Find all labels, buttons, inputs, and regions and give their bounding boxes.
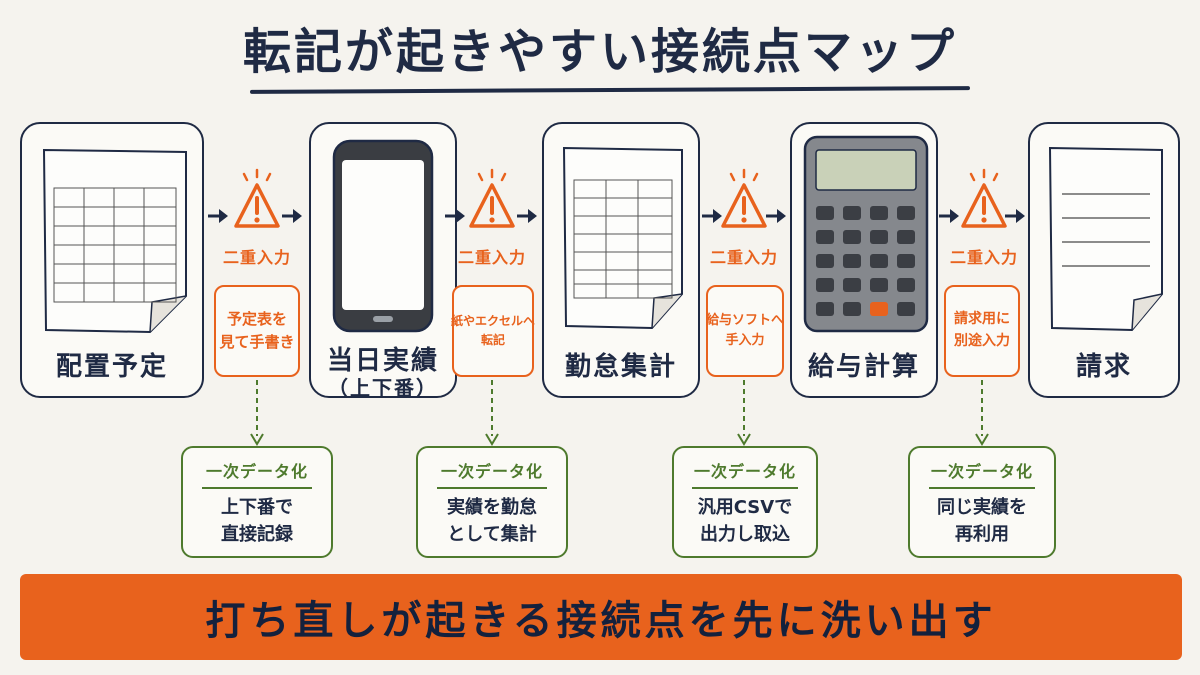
remedy-divider (202, 487, 312, 489)
page-title: 転記が起きやすい接続点マップ (242, 24, 957, 80)
step-sublabel: （上下番） (328, 376, 438, 400)
remedy-line: 実績を勤怠 (447, 497, 537, 518)
issue-line: 手入力 (725, 333, 765, 348)
remedy-tag: 一次データ化 (440, 462, 543, 481)
arrow-right-icon (1005, 209, 1025, 223)
issue-line: 給与ソフトへ (706, 312, 785, 328)
remedy-box: 一次データ化 同じ実績を 再利用 (908, 446, 1056, 558)
title-underline (249, 86, 971, 94)
dashed-arrow-down-icon (737, 380, 751, 446)
issue-line: 転記 (480, 333, 505, 347)
issue-box: 予定表を 見て手書き (214, 285, 300, 377)
step-label: 当日実績 (326, 346, 439, 376)
arrow-right-icon (702, 209, 722, 223)
step-label: 配置予定 (55, 352, 168, 382)
arrow-right-icon (445, 209, 465, 223)
step-card-haichi-yotei: 配置予定 (20, 122, 204, 398)
double-entry-label: 二重入力 (457, 248, 526, 267)
summary-banner: 打ち直しが起きる接続点を先に洗い出す (20, 574, 1182, 660)
remedy-line: 上下番で (221, 497, 293, 518)
step-label: 給与計算 (807, 352, 920, 382)
double-entry-label: 二重入力 (949, 248, 1018, 267)
remedy-line: として集計 (447, 524, 537, 545)
step-card-kyuuyo-keisan: 給与計算 (790, 122, 938, 398)
smartphone-icon (332, 139, 434, 333)
invoice-document-icon (1048, 146, 1163, 332)
arrow-right-icon (517, 209, 537, 223)
warning-icon (234, 168, 280, 228)
arrow-right-icon (208, 209, 228, 223)
issue-line: 見て手書き (219, 333, 295, 351)
calculator-icon (803, 135, 929, 333)
issue-box: 給与ソフトへ 手入力 (706, 285, 784, 377)
issue-line: 予定表を (226, 309, 287, 328)
warning-icon (961, 168, 1007, 228)
remedy-line: 再利用 (955, 524, 1009, 545)
arrow-right-icon (766, 209, 786, 223)
remedy-tag: 一次データ化 (930, 462, 1033, 481)
remedy-divider (692, 487, 798, 489)
remedy-line: 出力し取込 (700, 524, 790, 545)
remedy-line: 同じ実績を (937, 497, 1027, 518)
remedy-tag: 一次データ化 (205, 462, 308, 481)
remedy-divider (928, 487, 1036, 489)
remedy-divider (437, 487, 547, 489)
remedy-line: 汎用CSVで (697, 497, 793, 518)
arrow-right-icon (939, 209, 959, 223)
warning-icon (469, 168, 515, 228)
dashed-arrow-down-icon (485, 380, 499, 446)
remedy-tag: 一次データ化 (693, 462, 796, 481)
double-entry-label: 二重入力 (709, 248, 778, 267)
warning-icon (721, 168, 767, 228)
remedy-box: 一次データ化 実績を勤怠 として集計 (416, 446, 568, 558)
step-label: 請求 (1075, 352, 1132, 382)
issue-box: 紙やエクセルへ 転記 (451, 285, 536, 377)
step-card-seikyuu: 請求 (1028, 122, 1180, 398)
issue-line: 別途入力 (954, 333, 1010, 349)
issue-line: 請求用に (954, 311, 1010, 328)
step-card-toujitsu-jisseki: 当日実績 （上下番） (309, 122, 457, 400)
step-label: 勤怠集計 (564, 352, 677, 382)
remedy-box: 一次データ化 汎用CSVで 出力し取込 (672, 446, 818, 558)
dashed-arrow-down-icon (250, 380, 264, 446)
schedule-sheet-icon (42, 148, 187, 334)
step-card-kintai-shuukei: 勤怠集計 (542, 122, 700, 398)
issue-line: 紙やエクセルへ (451, 314, 536, 329)
double-entry-label: 二重入力 (222, 248, 291, 267)
remedy-line: 直接記録 (221, 524, 293, 545)
dashed-arrow-down-icon (975, 380, 989, 446)
summary-banner-text: 打ち直しが起きる接続点を先に洗い出す (205, 598, 997, 644)
arrow-right-icon (282, 209, 302, 223)
remedy-box: 一次データ化 上下番で 直接記録 (181, 446, 333, 558)
issue-box: 請求用に 別途入力 (944, 285, 1020, 377)
spreadsheet-icon (562, 146, 683, 330)
